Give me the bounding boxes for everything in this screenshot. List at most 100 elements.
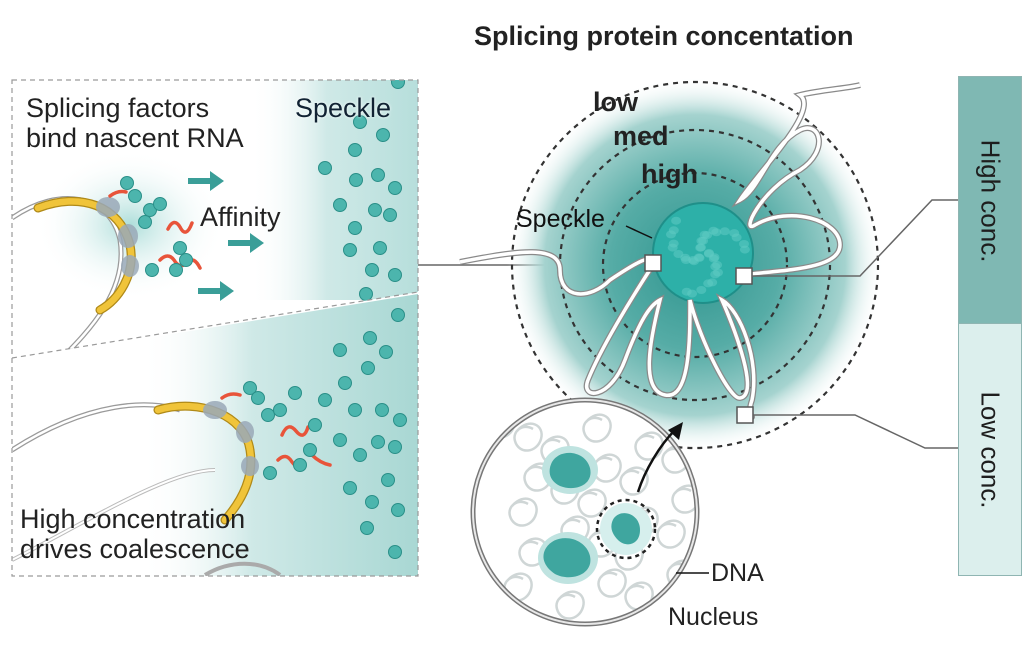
- splicing-factor: [360, 521, 374, 535]
- splicing-factor: [388, 268, 402, 282]
- splicing-factor: [365, 263, 379, 277]
- splicing-factor: [261, 408, 275, 422]
- splicing-factor: [391, 503, 405, 517]
- splicing-factor: [348, 403, 362, 417]
- splicing-factor: [349, 173, 363, 187]
- splicing-factor: [288, 386, 302, 400]
- splicing-factor: [388, 440, 402, 454]
- splicing-factor: [169, 263, 183, 277]
- splicing-factors-bound: [120, 176, 193, 277]
- affinity-arrows: [188, 171, 264, 301]
- splicing-factor: [363, 331, 377, 345]
- speckle-granule: [731, 233, 742, 242]
- ring-label-med: med: [613, 121, 669, 151]
- speckle-granule: [680, 253, 691, 262]
- splicing-factor: [153, 197, 167, 211]
- speckle-core: [652, 202, 754, 304]
- zoom-arrow: [636, 429, 676, 493]
- anchor-square-low: [736, 406, 754, 424]
- nuclear-speckles: [538, 446, 652, 584]
- splicing-factor: [359, 287, 373, 301]
- speckle-granule: [698, 236, 709, 245]
- speckle-granule: [671, 216, 682, 225]
- speckle-granule: [710, 262, 721, 271]
- bottom-panel-caption-line1: High concentration: [20, 504, 246, 534]
- nucleus: [470, 397, 709, 627]
- nucleus-label: Nucleus: [668, 603, 759, 631]
- anchor-square-high: [735, 267, 753, 285]
- splicing-factor: [243, 381, 257, 395]
- panel-borders: [11, 79, 419, 577]
- dna-loop: [582, 413, 612, 443]
- splicing-factor: [120, 176, 134, 190]
- splicing-factor: [338, 376, 352, 390]
- speckle-core-texture: [666, 216, 750, 298]
- splicing-factor: [348, 143, 362, 157]
- zoom-arrow-head: [668, 422, 683, 440]
- splicing-factor: [388, 181, 402, 195]
- splicing-factor: [383, 208, 397, 222]
- splicing-factor: [381, 473, 395, 487]
- splicing-factor: [376, 128, 390, 142]
- speckle-granule: [668, 226, 679, 235]
- ring-label-low: low: [593, 87, 638, 117]
- speckle-leader-line: [625, 225, 653, 239]
- splicing-factor: [138, 215, 152, 229]
- speckle-granule: [693, 253, 704, 262]
- splicing-factor: [318, 393, 332, 407]
- splicing-factor: [353, 115, 367, 129]
- splicing-factor: [318, 161, 332, 175]
- speckle-granule: [696, 243, 706, 252]
- high-conc-connector: [752, 199, 958, 277]
- affinity-label: Affinity: [200, 202, 281, 232]
- splicing-factor: [308, 418, 322, 432]
- dna-loop: [656, 519, 686, 549]
- concentration-gradient: [460, 77, 883, 453]
- splicing-factor: [173, 241, 187, 255]
- speckle-granule: [708, 254, 719, 263]
- splicing-factor: [333, 198, 347, 212]
- dna-loop: [592, 453, 622, 483]
- speckle-granule: [703, 279, 714, 288]
- ring-high: [601, 171, 789, 359]
- speckle-granule: [668, 239, 679, 248]
- splicing-factor: [393, 413, 407, 427]
- splicing-factor: [353, 448, 367, 462]
- splicing-factor: [251, 391, 265, 405]
- polymerase-blobs: [203, 401, 259, 476]
- top-panel-speckle-label: Speckle: [295, 93, 392, 123]
- dna-loop: [634, 431, 664, 461]
- splicing-factor: [391, 80, 405, 89]
- speckle-granule: [681, 287, 692, 296]
- splicing-factor: [273, 403, 287, 417]
- splicing-factor: [343, 243, 357, 257]
- chromatin-loops: [460, 85, 860, 417]
- dna-label: DNA: [711, 559, 764, 587]
- speckle-factors: [243, 308, 407, 559]
- speckle-granule: [739, 245, 750, 254]
- speckle-granule: [710, 270, 721, 279]
- legend-high-conc: High conc.: [958, 76, 1022, 325]
- dna-loop: [486, 409, 516, 439]
- dna-loop: [577, 488, 607, 518]
- splicing-factor: [379, 345, 393, 359]
- legend-high-conc-label: High conc.: [975, 139, 1006, 262]
- panel-bottom: [12, 294, 418, 576]
- anchor-square-speckle-left: [644, 254, 662, 272]
- panel-top: [12, 80, 418, 358]
- splicing-factor: [128, 189, 142, 203]
- splicing-factor: [348, 221, 362, 235]
- splicing-factor: [391, 308, 405, 322]
- splicing-factor: [179, 253, 193, 267]
- speckle-granule: [711, 228, 722, 237]
- dna-loop: [508, 497, 538, 527]
- top-panel-caption-line2: bind nascent RNA: [26, 123, 244, 153]
- bottom-panel-caption-line2: drives coalescence: [20, 534, 250, 564]
- splicing-factor: [361, 361, 375, 375]
- splicing-factor: [373, 241, 387, 255]
- dna-loop: [513, 422, 543, 452]
- splicing-factor: [333, 343, 347, 357]
- splicing-factor: [333, 433, 347, 447]
- ring-low: [510, 80, 880, 450]
